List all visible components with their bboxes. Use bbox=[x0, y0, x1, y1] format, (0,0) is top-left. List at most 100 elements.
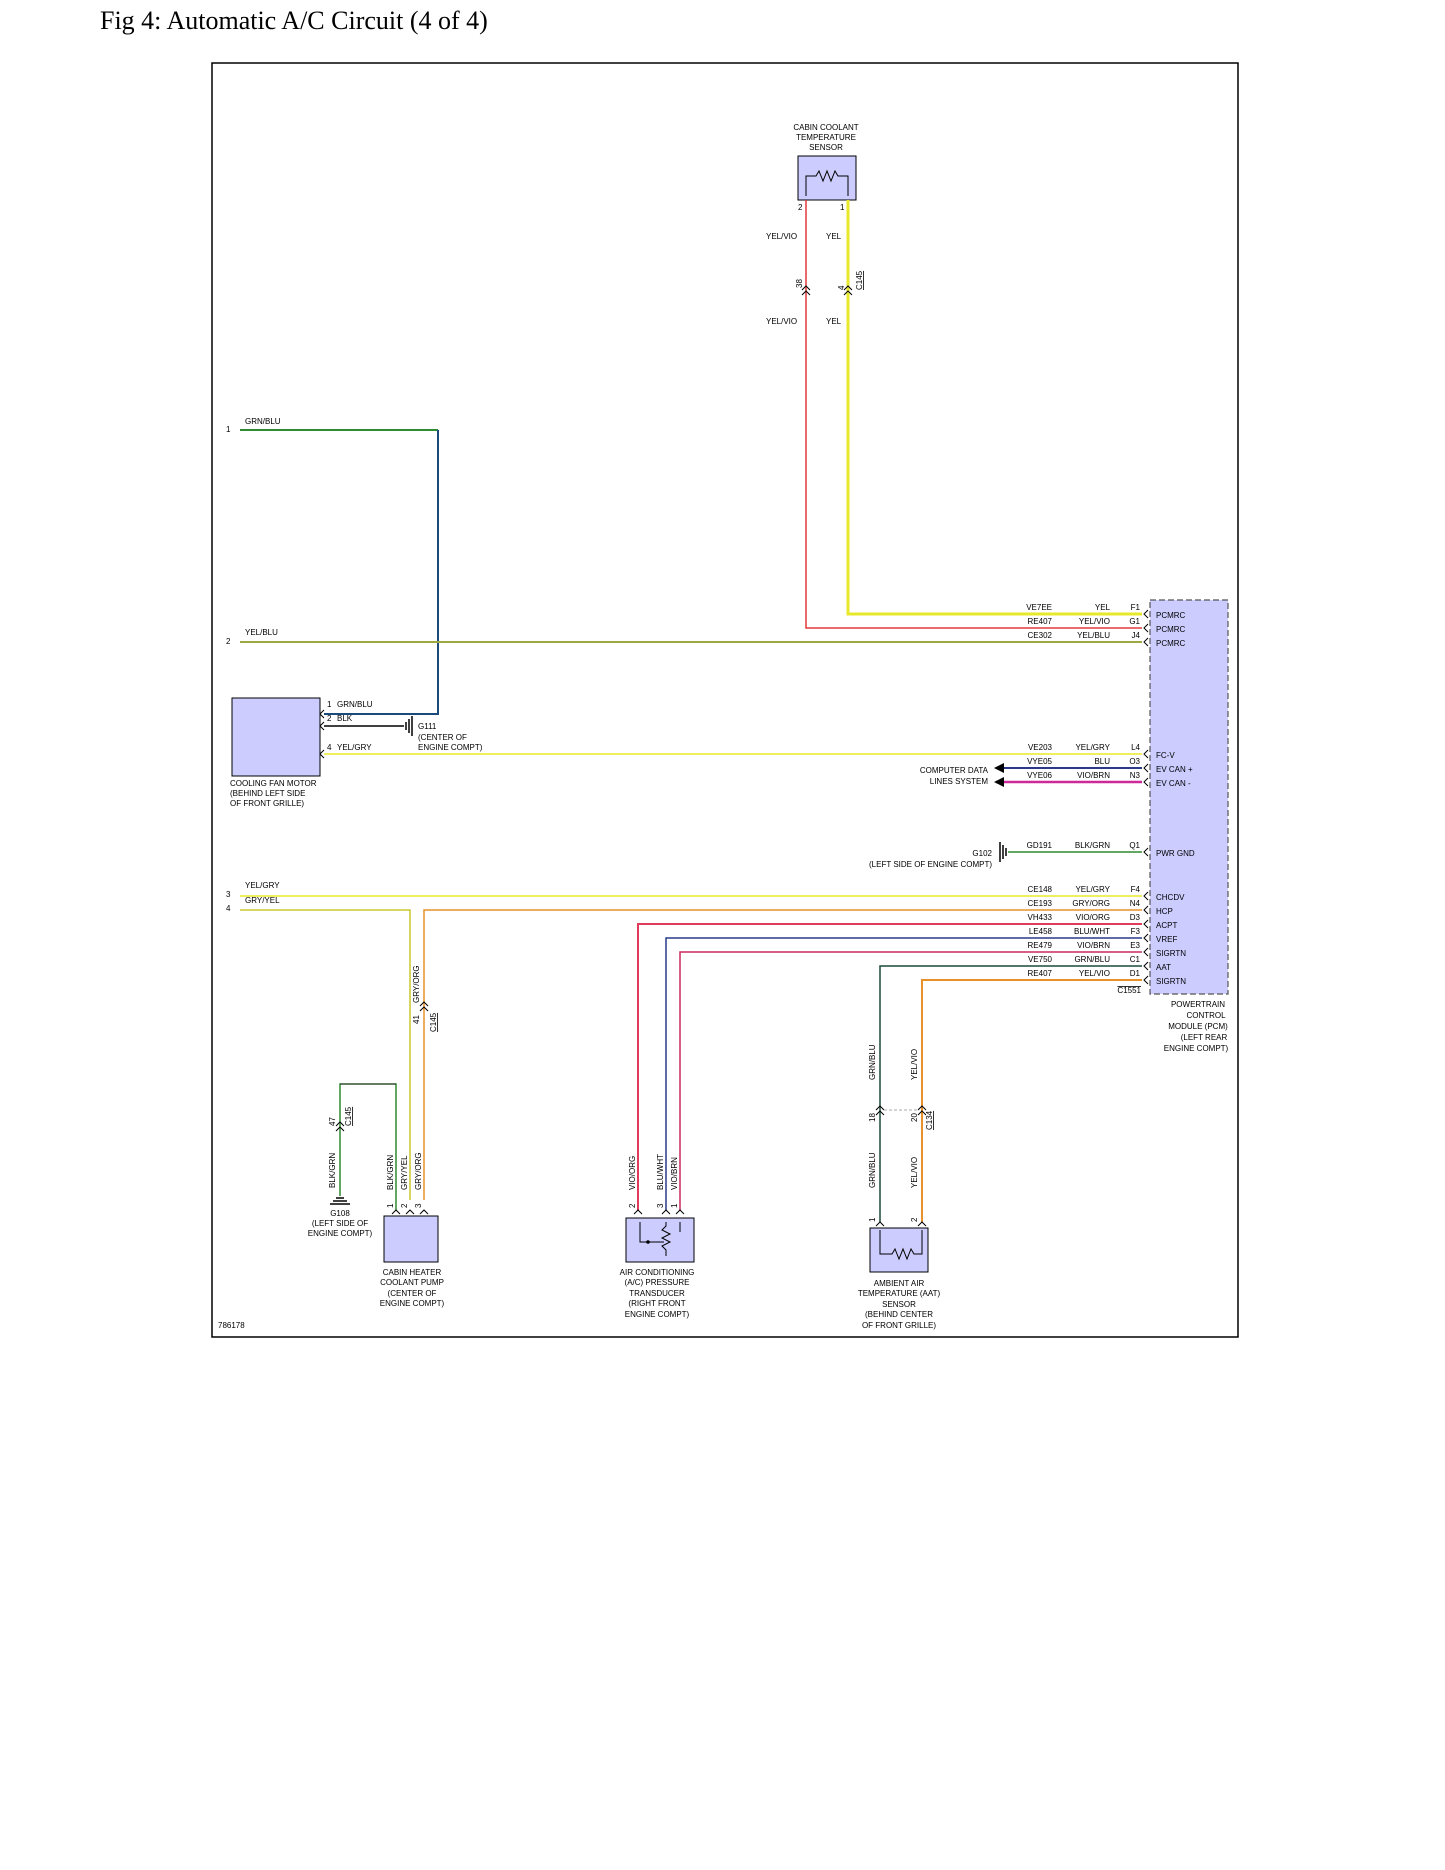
transducer-wire-3-color: BLU/WHT bbox=[656, 1154, 665, 1190]
pcm-circuit-id: VYE05 bbox=[1027, 757, 1052, 766]
aat-sensor: GRN/BLU YEL/VIO 1 2 AMBIENT AIR TEMPERAT… bbox=[858, 1152, 941, 1330]
g111-label-2: ENGINE COMPT) bbox=[418, 743, 483, 752]
gry-org-upper-label: GRY/ORG bbox=[412, 965, 421, 1003]
pcm-pin-connector-mark bbox=[1143, 891, 1149, 901]
page-title: Fig 4: Automatic A/C Circuit (4 of 4) bbox=[100, 6, 488, 35]
pcm-signal-name: SIGRTN bbox=[1156, 977, 1186, 986]
transducer-pin-2: 2 bbox=[628, 1203, 637, 1208]
pcm-circuit-id: VYE06 bbox=[1027, 771, 1052, 780]
pcm-pin-connector-mark bbox=[1143, 933, 1149, 943]
cabin-wire-label-yel-upper: YEL bbox=[826, 232, 842, 241]
cabin-wire-label-yelvio-lower: YEL/VIO bbox=[766, 317, 797, 326]
pump-wire-3-color: GRY/ORG bbox=[414, 1152, 423, 1190]
aat-upper-grnblu-label: GRN/BLU bbox=[868, 1044, 877, 1080]
pcm-wire-color: YEL/BLU bbox=[1077, 631, 1110, 640]
pcm-pin-connector-mark bbox=[1143, 623, 1149, 633]
connector-c134: 18 20 C134 bbox=[868, 1105, 934, 1130]
heater-pump-pin-marks bbox=[391, 1209, 429, 1215]
cooling-fan-label-3: OF FRONT GRILLE) bbox=[230, 799, 304, 808]
left-terminal-2-color: YEL/BLU bbox=[245, 628, 278, 637]
transducer-wire-2-color: VIO/ORG bbox=[628, 1156, 637, 1190]
pcm-circuit-id: VE7EE bbox=[1026, 603, 1052, 612]
left-terminal-1-num: 1 bbox=[226, 425, 231, 434]
left-terminal-3-num: 3 bbox=[226, 890, 231, 899]
pcm-wire-color: BLU bbox=[1094, 757, 1110, 766]
pcm-circuit-id: VH433 bbox=[1028, 913, 1053, 922]
pcm-label-4: (LEFT REAR bbox=[1181, 1033, 1228, 1042]
pcm-pin-connector-mark bbox=[1143, 749, 1149, 759]
pump-wire-2-color: GRY/YEL bbox=[400, 1155, 409, 1190]
pcm-pin-connector-mark bbox=[1143, 777, 1149, 787]
pcm-signal-name: PWR GND bbox=[1156, 849, 1195, 858]
wire-yel-vio-aat bbox=[921, 979, 1142, 1222]
left-terminal-4-num: 4 bbox=[226, 904, 231, 913]
fan-pin-1: 1 bbox=[327, 700, 332, 709]
aat-label-2: TEMPERATURE (AAT) bbox=[858, 1289, 941, 1298]
connector-c145-mid: 41 C145 bbox=[412, 1001, 438, 1032]
pcm-pin-number: F1 bbox=[1131, 603, 1141, 612]
pcm-circuit-id: LE458 bbox=[1029, 927, 1053, 936]
pump-pin-2: 2 bbox=[400, 1203, 409, 1208]
pcm-pin-number: D1 bbox=[1130, 969, 1141, 978]
wire-grn-blu-vertical bbox=[324, 430, 439, 715]
aat-sensor-body bbox=[869, 1227, 929, 1273]
pcm-label-2: CONTROL bbox=[1186, 1011, 1226, 1020]
pcm-pin-number: N3 bbox=[1130, 771, 1141, 780]
aat-upper-yelvio-label: YEL/VIO bbox=[910, 1049, 919, 1080]
transducer-label-1: AIR CONDITIONING bbox=[620, 1268, 695, 1277]
ac-pressure-transducer: VIO/ORG BLU/WHT VIO/BRN 2 3 1 AIR CONDIT… bbox=[620, 1154, 695, 1319]
pcm-wire-color: VIO/BRN bbox=[1077, 941, 1110, 950]
g108-label-1: (LEFT SIDE OF bbox=[312, 1219, 368, 1228]
pcm-pin-number: D3 bbox=[1130, 913, 1141, 922]
pcm-circuit-id: RE479 bbox=[1028, 941, 1053, 950]
pcm-circuit-id: VE750 bbox=[1028, 955, 1053, 964]
pcm-wire-color: YEL/VIO bbox=[1079, 969, 1110, 978]
left-terminal-3-color: YEL/GRY bbox=[245, 881, 280, 890]
data-lines-label-2: LINES SYSTEM bbox=[930, 777, 989, 786]
cabin-heater-pump: BLK/GRN GRY/YEL GRY/ORG 1 2 3 CABIN HEAT… bbox=[380, 1152, 445, 1308]
pcm-pin-connector-mark bbox=[1143, 961, 1149, 971]
pcm-pin-number: L4 bbox=[1131, 743, 1140, 752]
fan-pin-2: 2 bbox=[327, 714, 332, 723]
aat-lower-wire-1-color: GRN/BLU bbox=[868, 1152, 877, 1188]
pcm-circuit-id: CE148 bbox=[1028, 885, 1053, 894]
cabin-sensor-resistor-symbol bbox=[805, 169, 849, 196]
pump-pin-1: 1 bbox=[386, 1203, 395, 1208]
pcm-signal-name: EV CAN + bbox=[1156, 765, 1193, 774]
cooling-fan-label-1: COOLING FAN MOTOR bbox=[230, 779, 317, 788]
pcm-pin-number: F3 bbox=[1131, 927, 1141, 936]
c145-mid-id: C145 bbox=[429, 1012, 438, 1032]
pcm-pin-number: E3 bbox=[1130, 941, 1140, 950]
pcm-pin-connector-mark bbox=[1143, 975, 1149, 985]
g102-id: G102 bbox=[972, 849, 992, 858]
pcm-wire-color: VIO/ORG bbox=[1076, 913, 1110, 922]
pcm-pin-number: C1 bbox=[1130, 955, 1141, 964]
pcm-pin-connector-mark bbox=[1143, 947, 1149, 957]
wire-vio-brn-sigrtn bbox=[679, 951, 1142, 1210]
c145-top-pin-4: 4 bbox=[837, 285, 846, 290]
pcm-module: POWERTRAIN CONTROL MODULE (PCM) (LEFT RE… bbox=[1149, 599, 1229, 1053]
aat-pin-marks bbox=[875, 1221, 927, 1227]
ground-g102: G102 (LEFT SIDE OF ENGINE COMPT) bbox=[869, 842, 1007, 869]
aat-label-1: AMBIENT AIR bbox=[874, 1279, 925, 1288]
cabin-sensor-label-3: SENSOR bbox=[809, 143, 843, 152]
transducer-pin-3: 3 bbox=[656, 1203, 665, 1208]
pcm-signal-name: PCMRC bbox=[1156, 611, 1186, 620]
cabin-sensor-pin-1: 1 bbox=[840, 203, 845, 212]
pcm-pin-connector-mark bbox=[1143, 763, 1149, 773]
left-terminal-2-num: 2 bbox=[226, 637, 231, 646]
g111-label-1: (CENTER OF bbox=[418, 733, 467, 742]
transducer-label-4: (RIGHT FRONT bbox=[628, 1299, 685, 1308]
c145-top-id: C145 bbox=[855, 270, 864, 290]
g108-label-2: ENGINE COMPT) bbox=[308, 1229, 373, 1238]
transducer-pin-marks bbox=[633, 1209, 685, 1215]
pcm-circuit-id: VE203 bbox=[1028, 743, 1053, 752]
g111-ground-icon bbox=[405, 716, 413, 736]
pcm-circuit-id: RE407 bbox=[1028, 969, 1053, 978]
pcm-wire-color: BLK/GRN bbox=[1075, 841, 1110, 850]
c1551-id: C1551 bbox=[1117, 986, 1141, 995]
pcm-wire-color: YEL/GRY bbox=[1075, 885, 1110, 894]
aat-label-5: OF FRONT GRILLE) bbox=[862, 1321, 936, 1330]
g102-label: (LEFT SIDE OF ENGINE COMPT) bbox=[869, 860, 992, 869]
